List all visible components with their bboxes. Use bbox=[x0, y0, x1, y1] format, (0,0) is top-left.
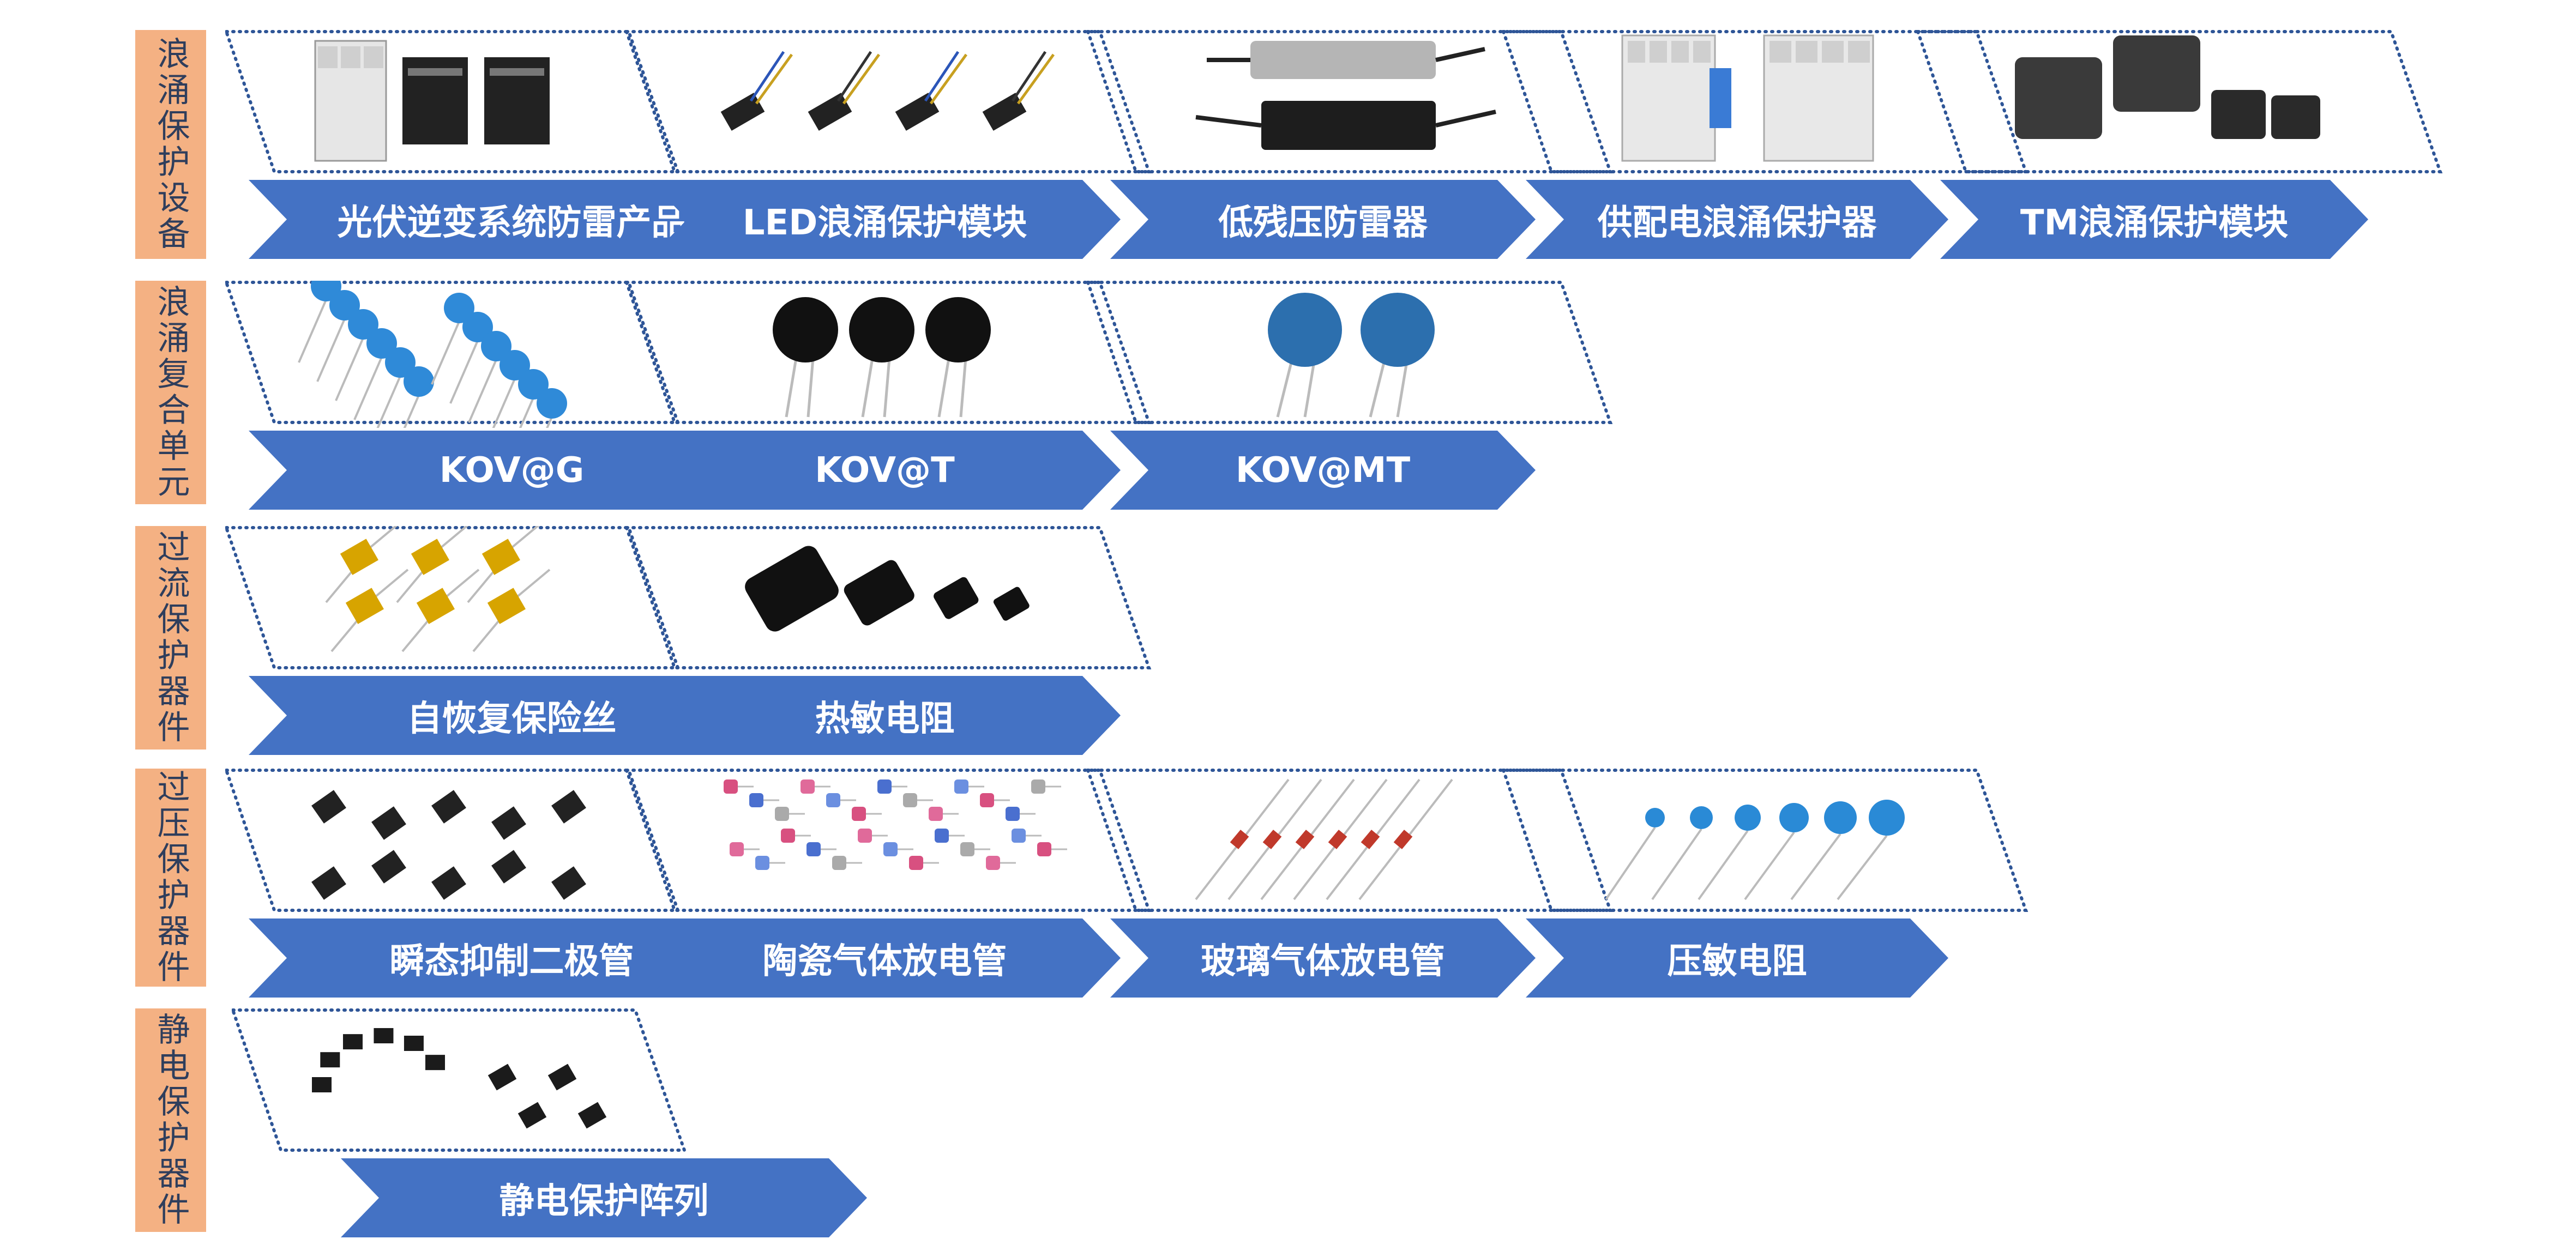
product-label: 供配电浪涌保护器 bbox=[1597, 202, 1877, 243]
product-frame bbox=[1087, 769, 1613, 912]
product-frame bbox=[1502, 30, 2029, 173]
product-label: 低残压防雷器 bbox=[1218, 202, 1428, 243]
product-label: 自恢复保险丝 bbox=[407, 698, 617, 739]
category-label: 浪涌保护设备 bbox=[152, 37, 190, 252]
solar-spd-modules-image bbox=[314, 40, 550, 162]
product-frame bbox=[232, 1008, 687, 1152]
chevron-arrow bbox=[249, 431, 775, 510]
chevron-arrow bbox=[341, 1158, 867, 1237]
tvs-diode-image bbox=[311, 790, 586, 900]
product-item[interactable]: 供配电浪涌保护器 bbox=[1500, 30, 2029, 259]
chevron-arrow bbox=[649, 676, 1121, 755]
product-item[interactable]: TM浪涌保护模块 bbox=[1914, 30, 2443, 259]
chevron-arrow bbox=[249, 676, 775, 755]
resettable-fuse-image bbox=[325, 526, 551, 652]
category-label-box: 静电保护器件 bbox=[135, 1008, 206, 1232]
product-item[interactable]: 光伏逆变系统防雷产品 bbox=[222, 30, 775, 259]
product-label: KOV@T bbox=[815, 450, 955, 491]
chevron-arrow bbox=[649, 431, 1121, 510]
category-label-box: 过压保护器件 bbox=[135, 769, 206, 987]
led-surge-module-image bbox=[720, 51, 1055, 131]
product-frame bbox=[625, 769, 1152, 912]
tm-surge-module-image bbox=[2015, 35, 2320, 139]
product-label: 陶瓷气体放电管 bbox=[762, 941, 1007, 982]
product-item[interactable]: 热敏电阻 bbox=[623, 526, 1152, 755]
product-frame bbox=[625, 30, 1152, 173]
product-item[interactable]: 自恢复保险丝 bbox=[222, 526, 775, 755]
esd-array-image bbox=[312, 1028, 607, 1129]
product-item[interactable]: 玻璃气体放电管 bbox=[1084, 769, 1613, 998]
category-label: 过流保护器件 bbox=[152, 530, 190, 746]
product-item[interactable]: KOV@G bbox=[222, 281, 775, 510]
product-label: KOV@G bbox=[439, 450, 585, 491]
product-frame bbox=[1087, 30, 1613, 173]
chevron-arrow bbox=[1526, 180, 1948, 259]
chevron-arrow bbox=[649, 918, 1121, 998]
product-label: 光伏逆变系统防雷产品 bbox=[337, 202, 687, 243]
product-frame bbox=[225, 281, 681, 428]
product-item[interactable]: 低残压防雷器 bbox=[1084, 30, 1613, 259]
product-frame bbox=[1917, 30, 2443, 173]
low-residual-arrester-image bbox=[1195, 41, 1496, 150]
chevron-arrow bbox=[249, 180, 775, 259]
product-item[interactable]: 陶瓷气体放电管 bbox=[623, 769, 1152, 998]
glass-gdt-image bbox=[1195, 778, 1453, 901]
chevron-arrow bbox=[1110, 918, 1536, 998]
product-label: 热敏电阻 bbox=[815, 698, 955, 739]
kov-t-image bbox=[773, 297, 991, 418]
varistor-image bbox=[1605, 800, 1905, 901]
chevron-arrow bbox=[1110, 431, 1536, 510]
product-frame bbox=[225, 30, 681, 173]
product-item[interactable]: 压敏电阻 bbox=[1500, 769, 2029, 998]
product-item[interactable]: KOV@T bbox=[623, 281, 1152, 510]
product-label: 玻璃气体放电管 bbox=[1201, 941, 1445, 982]
category-label-box: 浪涌复合单元 bbox=[135, 281, 206, 504]
product-frame bbox=[1502, 769, 2029, 912]
category-label: 浪涌复合单元 bbox=[152, 285, 190, 500]
product-label: 压敏电阻 bbox=[1667, 941, 1807, 982]
product-frame bbox=[225, 526, 681, 669]
chevron-arrow bbox=[249, 918, 775, 998]
product-item[interactable]: 静电保护阵列 bbox=[226, 1008, 867, 1237]
product-label: TM浪涌保护模块 bbox=[2020, 202, 2289, 243]
product-frame bbox=[625, 526, 1152, 669]
product-item[interactable]: LED浪涌保护模块 bbox=[623, 30, 1152, 259]
category-label: 静电保护器件 bbox=[152, 1012, 190, 1228]
product-label: KOV@MT bbox=[1235, 450, 1411, 491]
category-label-box: 浪涌保护设备 bbox=[135, 30, 206, 259]
product-label: LED浪涌保护模块 bbox=[742, 202, 1027, 243]
chevron-arrow bbox=[1110, 180, 1536, 259]
category-label-box: 过流保护器件 bbox=[135, 526, 206, 750]
product-item[interactable]: KOV@MT bbox=[1084, 281, 1613, 510]
thermistor-image bbox=[745, 546, 1030, 632]
kov-mt-image bbox=[1268, 293, 1435, 418]
chevron-arrow bbox=[649, 180, 1121, 259]
kov-g-image bbox=[298, 281, 567, 428]
chevron-arrow bbox=[1526, 918, 1948, 998]
product-frame bbox=[1087, 281, 1613, 424]
chevron-arrow bbox=[1940, 180, 2368, 259]
product-item[interactable]: 瞬态抑制二极管 bbox=[222, 769, 775, 998]
product-frame bbox=[625, 281, 1152, 424]
product-label: 静电保护阵列 bbox=[499, 1181, 709, 1222]
ceramic-gdt-image bbox=[724, 779, 1067, 870]
product-label: 瞬态抑制二极管 bbox=[389, 941, 634, 982]
power-distribution-spd-image bbox=[1621, 34, 1874, 162]
category-label: 过压保护器件 bbox=[152, 770, 190, 986]
